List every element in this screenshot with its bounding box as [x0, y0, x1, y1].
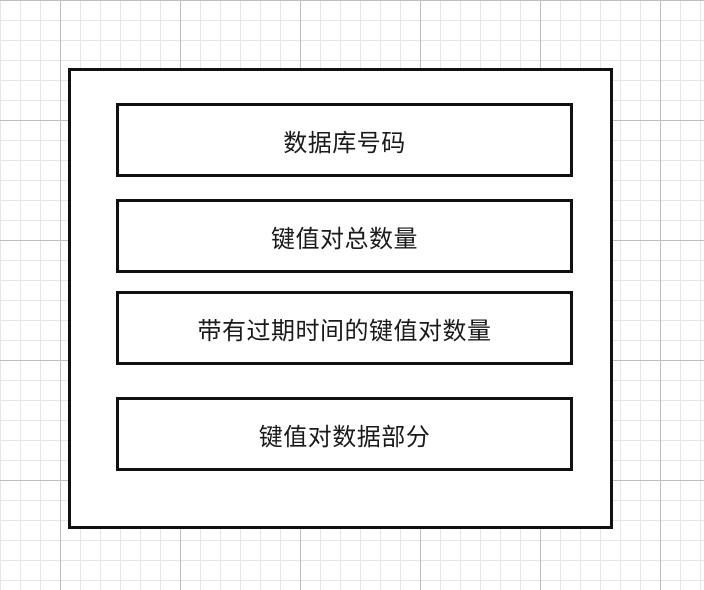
- field-expiring-key-count-label: 带有过期时间的键值对数量: [197, 316, 492, 345]
- field-key-value-data: 键值对数据部分: [116, 397, 573, 471]
- field-expiring-key-count: 带有过期时间的键值对数量: [116, 291, 573, 365]
- field-key-value-count: 键值对总数量: [116, 199, 573, 273]
- field-key-value-data-label: 键值对数据部分: [258, 422, 431, 451]
- field-database-number: 数据库号码: [116, 103, 573, 177]
- field-key-value-count-label: 键值对总数量: [271, 224, 418, 253]
- field-database-number-label: 数据库号码: [283, 128, 406, 157]
